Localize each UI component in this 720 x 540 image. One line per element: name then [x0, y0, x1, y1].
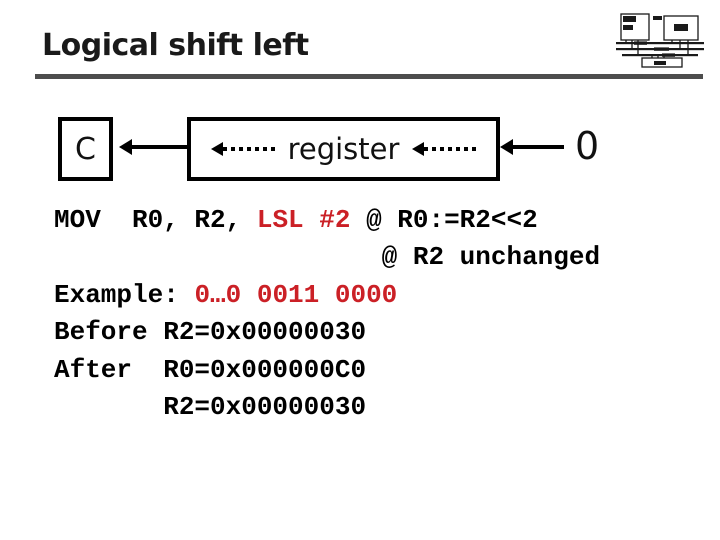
- before-value-line: Before R2=0x00000030: [54, 317, 367, 348]
- carry-flag-box: C: [58, 117, 113, 181]
- carry-flag-label: C: [75, 131, 96, 167]
- shift-in-zero-label: 0: [575, 124, 600, 168]
- comment-line: @ R2 unchanged: [54, 242, 601, 273]
- example-bits-highlight: 0…0 0011 0000: [194, 279, 398, 310]
- shift-left-dotted-arrow: [210, 142, 275, 156]
- asm-instruction-line: MOV R0, R2, LSL #2 @ R0:=R2<<2: [54, 205, 538, 235]
- processor-bus-diagram-icon: [616, 8, 704, 68]
- code-block: MOV R0, R2, LSL #2 @ R0:=R2<<2 @ R2 unch…: [54, 202, 600, 426]
- title-underline: [35, 74, 703, 79]
- page-title: Logical shift left: [42, 28, 309, 63]
- register-box: register: [187, 117, 500, 181]
- register-label: register: [287, 132, 400, 166]
- after-value-line-r0: After R0=0x000000C0: [54, 354, 367, 385]
- arrowhead-left-icon: [412, 142, 425, 156]
- arrowhead-left-icon: [210, 142, 223, 156]
- register-to-carry-arrow: [119, 139, 187, 155]
- arrowhead-left-icon: [500, 139, 513, 155]
- after-value-line-r2: R2=0x00000030: [54, 392, 367, 423]
- lsl-operand-highlight: LSL #2: [256, 205, 351, 235]
- arrowhead-left-icon: [119, 139, 132, 155]
- zero-in-arrow: [500, 139, 564, 155]
- example-line: Example: 0…0 0011 0000: [54, 279, 398, 310]
- shift-left-dotted-arrow: [412, 142, 477, 156]
